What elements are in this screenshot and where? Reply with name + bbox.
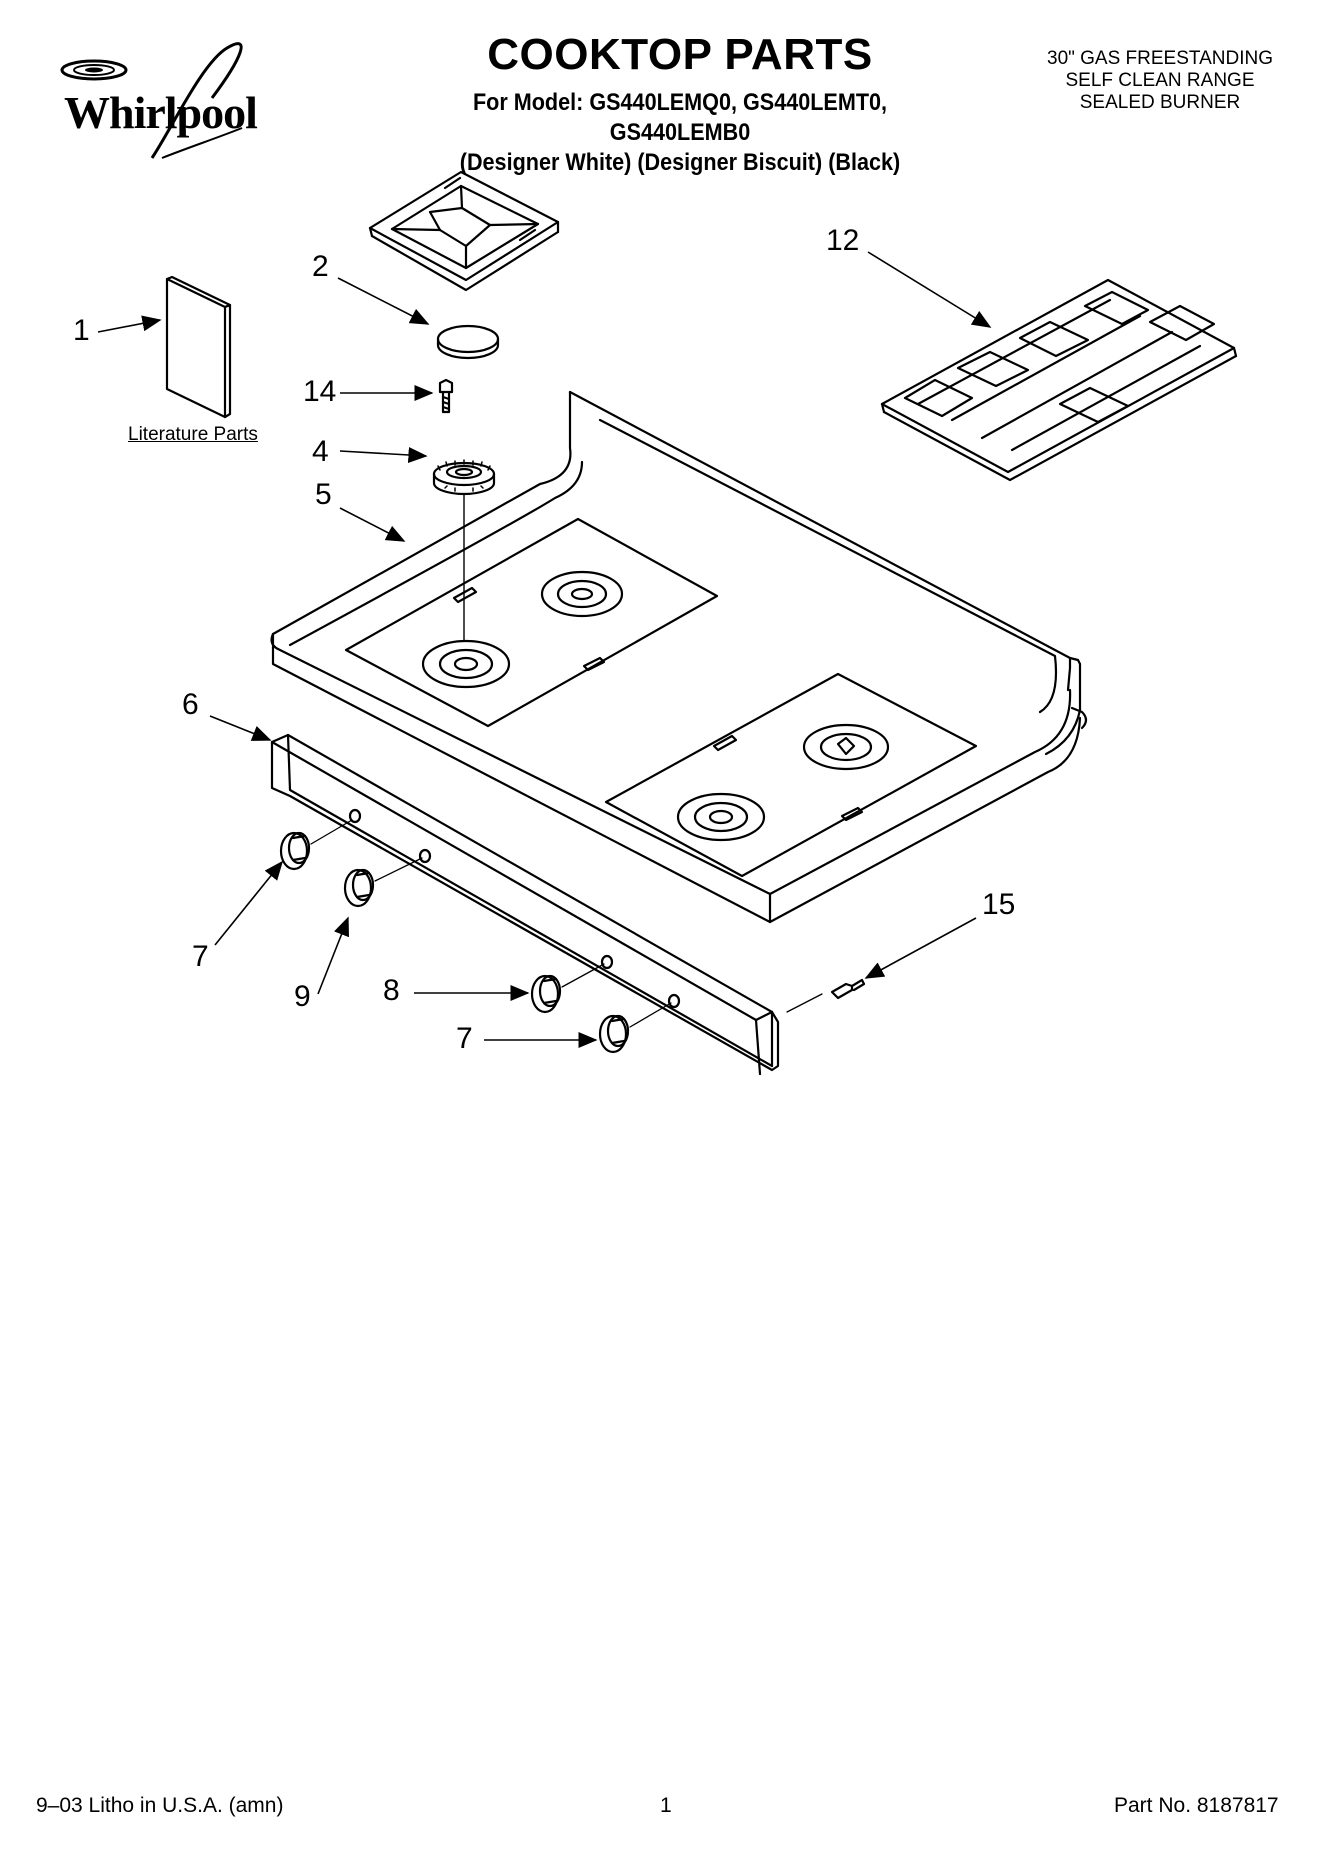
range-spec: 30" GAS FREESTANDING SELF CLEAN RANGE SE… (1010, 48, 1310, 114)
spec-line: SELF CLEAN RANGE (1065, 70, 1255, 91)
model-line: For Model: GS440LEMQ0, GS440LEMT0, GS440… (472, 89, 888, 146)
burner-base (432, 459, 496, 496)
callout-9: 9 (294, 980, 311, 1013)
callout-6: 6 (182, 688, 199, 721)
callout-12: 12 (826, 224, 860, 257)
cooktop-main (270, 390, 1088, 924)
footer-litho: 9–03 Litho in U.S.A. (amn) (36, 1794, 284, 1817)
spec-line: 30" GAS FREESTANDING (1047, 48, 1273, 69)
burner-cap (436, 324, 500, 360)
callout-4: 4 (312, 435, 329, 468)
rectangular-grate (880, 278, 1238, 482)
control-panel (270, 733, 780, 1076)
footer-part-number: Part No. 8187817 (1114, 1794, 1279, 1817)
whirlpool-swirl-icon (60, 42, 243, 159)
callout-2: 2 (312, 250, 329, 283)
callout-7-right: 7 (456, 1022, 473, 1055)
callout-14: 14 (303, 375, 337, 408)
callout-1: 1 (73, 314, 90, 347)
callout-8: 8 (383, 974, 400, 1007)
literature-parts-label: Literature Parts (128, 424, 258, 445)
screw (438, 378, 454, 414)
literature-booklet (165, 275, 232, 419)
control-knobs (279, 819, 672, 1054)
callout-5: 5 (315, 478, 332, 511)
panel-screw (786, 978, 866, 1013)
callout-7-left: 7 (192, 940, 209, 973)
footer-page-number: 1 (660, 1794, 672, 1817)
color-line: (Designer White) (Designer Biscuit) (Bla… (459, 149, 901, 176)
spec-line: SEALED BURNER (1079, 92, 1241, 113)
callout-15: 15 (982, 888, 1016, 921)
square-burner-grate (368, 170, 560, 292)
whirlpool-logo: Whirlpool (42, 38, 282, 168)
model-subtitle: For Model: GS440LEMQ0, GS440LEMT0, GS440… (410, 88, 950, 178)
brand-wordmark: Whirlpool (64, 87, 258, 138)
page-title: COOKTOP PARTS (487, 30, 873, 79)
